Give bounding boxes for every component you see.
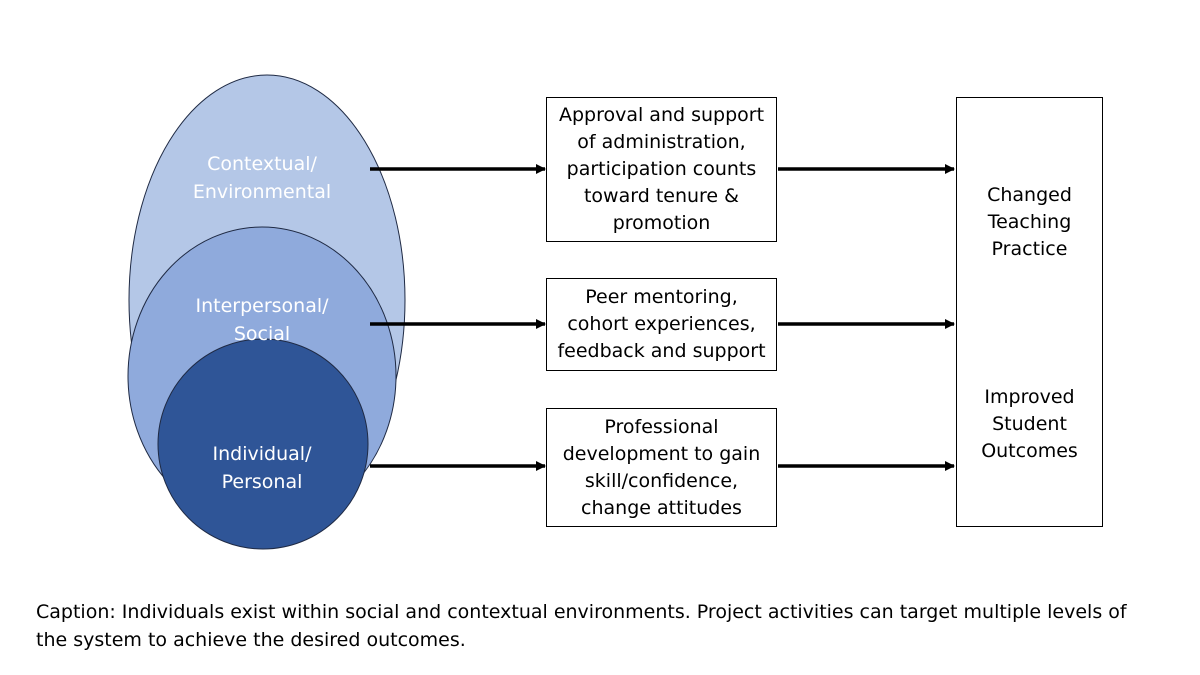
activity-text-individual: Professional development to gain skill/c… xyxy=(562,415,761,519)
inner-circle-individual xyxy=(157,338,369,550)
activity-text-social: Peer mentoring, cohort experiences, feed… xyxy=(557,286,766,362)
label-interpersonal-social: Interpersonal/ Social xyxy=(195,295,329,345)
activity-box-contextual: Approval and support of administration, … xyxy=(546,97,777,242)
outcomes-box: Changed Teaching Practice Improved Stude… xyxy=(956,97,1103,527)
activity-text-contextual: Approval and support of administration, … xyxy=(558,104,765,234)
label-contextual-environmental: Contextual/ Environmental xyxy=(192,153,332,203)
caption: Caption: Individuals exist within social… xyxy=(36,601,1127,651)
label-individual-personal: Individual/ Personal xyxy=(212,443,312,493)
outcome-changed-teaching-practice: Changed Teaching Practice xyxy=(987,184,1072,260)
activity-box-individual: Professional development to gain skill/c… xyxy=(546,408,777,527)
outcome-improved-student-outcomes: Improved Student Outcomes xyxy=(981,386,1078,462)
activity-box-social: Peer mentoring, cohort experiences, feed… xyxy=(546,278,777,371)
